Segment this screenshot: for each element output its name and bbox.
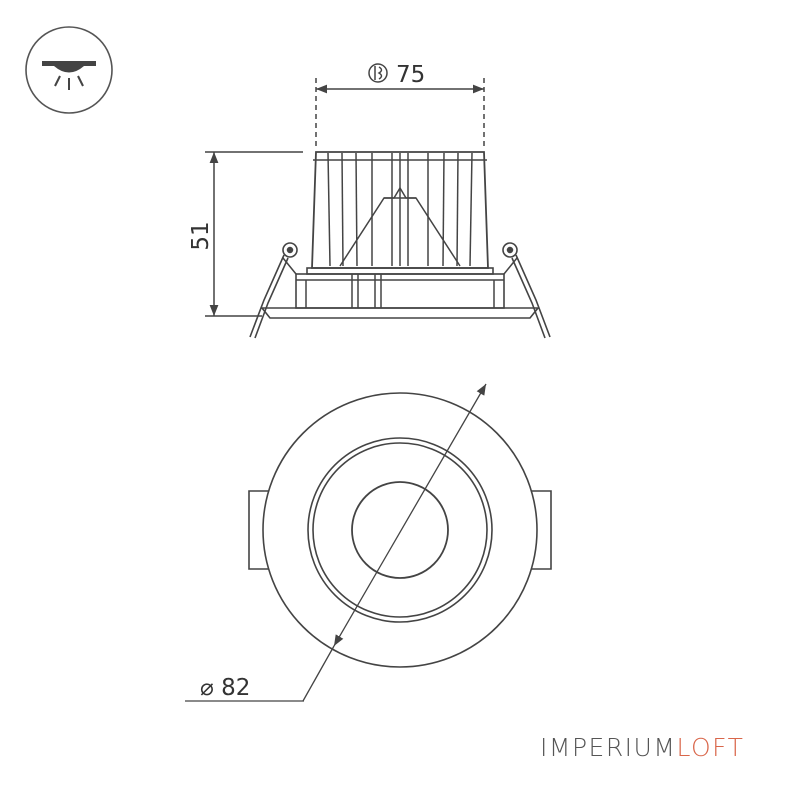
brand-logo-part2: LOFT (676, 733, 745, 762)
brand-logo-part1: IMPERIUM (540, 733, 677, 762)
outer-diameter-line (333, 383, 487, 647)
brand-logo: IMPERIUMLOFT (540, 733, 744, 762)
front-view (185, 383, 552, 702)
side-view (205, 78, 551, 339)
cutout-hole-icon (368, 63, 388, 83)
height-label: 51 (188, 221, 214, 250)
recessed-downlight-icon (25, 26, 113, 114)
outer-diameter-label: ⌀ 82 (200, 675, 250, 701)
cutout-diameter-label: 75 (396, 62, 425, 88)
